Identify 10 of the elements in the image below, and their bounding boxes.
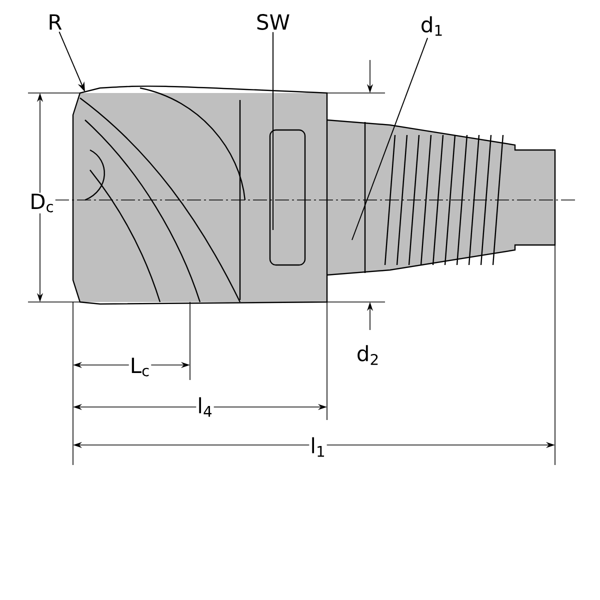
callout-label: d$_{1}$ — [422, 16, 442, 36]
callout-label: SW — [257, 14, 290, 30]
dimension-label: d$_{2}$ — [355, 344, 381, 366]
dimension-label: l$_{1}$ — [309, 436, 327, 458]
callout-label: R — [50, 14, 62, 30]
dimension-label: l$_{4}$ — [196, 396, 214, 418]
leader-line — [272, 32, 274, 230]
dimension-label: D$_{c}$ — [28, 192, 56, 214]
leader-line — [352, 37, 428, 240]
dimension-label: L$_{c}$ — [128, 356, 152, 378]
